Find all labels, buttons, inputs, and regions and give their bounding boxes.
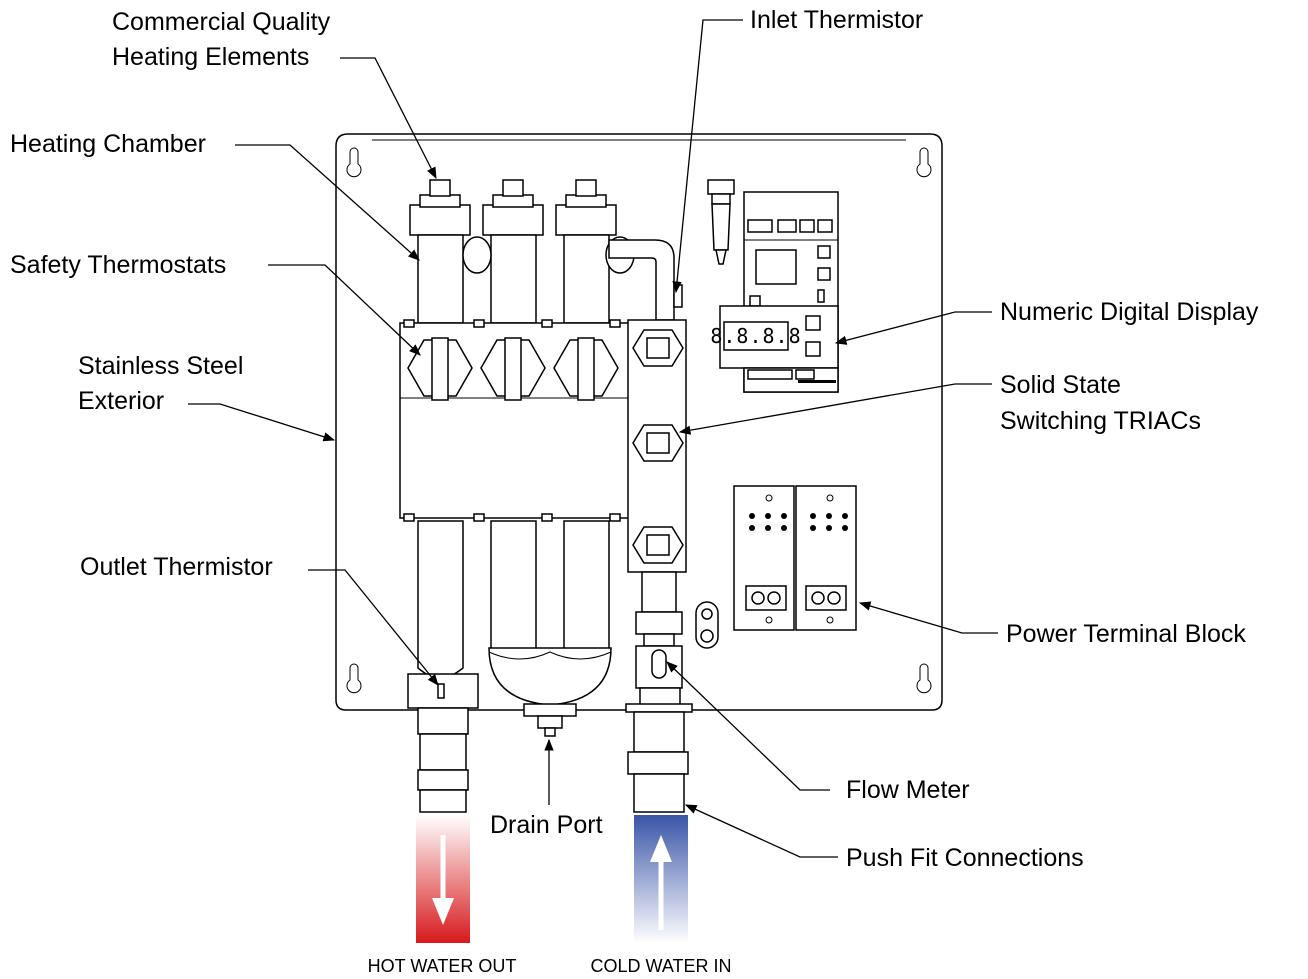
safety-thermostats [407, 337, 619, 401]
label-safety-thermostats: Safety Thermostats [10, 251, 226, 279]
label-drain-port: Drain Port [490, 811, 603, 839]
label-outlet-thermistor: Outlet Thermistor [80, 553, 273, 581]
board-terminals [747, 219, 833, 307]
label-triacs-1: Solid State [1000, 371, 1121, 399]
housing-screws [403, 319, 621, 522]
inlet-flow-assembly [625, 571, 693, 813]
label-hot-water-out: HOT WATER OUT [368, 956, 517, 976]
label-cold-water-in: COLD WATER IN [590, 956, 731, 976]
grounding-lug [695, 601, 719, 649]
label-heating-elements-1: Commercial Quality [112, 8, 331, 36]
terminal-details [745, 494, 848, 624]
label-power-terminal: Power Terminal Block [1006, 620, 1246, 648]
label-triacs-2: Switching TRIACs [1000, 407, 1201, 435]
display-readout: 8.8.8.8 [710, 324, 801, 348]
drain-port [523, 703, 577, 737]
callout-labels: Commercial Quality Heating Elements Heat… [10, 6, 1259, 976]
triac-bar [627, 319, 687, 573]
label-stainless-1: Stainless Steel [78, 352, 243, 380]
hot-water-flow [416, 815, 470, 943]
label-stainless-2: Exterior [78, 387, 164, 415]
label-push-fit: Push Fit Connections [846, 844, 1084, 872]
heating-element-caps [409, 179, 617, 236]
triac-modules [632, 329, 684, 564]
power-terminal-block [733, 485, 857, 631]
control-board: 8.8.8.8 [710, 191, 839, 393]
digital-display: 8.8.8.8 [710, 321, 801, 351]
mounting-keyholes [346, 147, 932, 694]
cold-water-flow [634, 815, 688, 943]
label-flow-meter: Flow Meter [846, 776, 970, 804]
leader-lines [188, 19, 998, 858]
label-heating-elements-2: Heating Elements [112, 43, 309, 71]
outlet-fitting [407, 673, 479, 813]
label-numeric-display: Numeric Digital Display [1000, 298, 1259, 326]
inlet-sensor-plug [707, 179, 735, 265]
heating-chamber [399, 179, 683, 706]
label-heating-chamber: Heating Chamber [10, 130, 206, 158]
label-inlet-thermistor: Inlet Thermistor [750, 6, 923, 34]
